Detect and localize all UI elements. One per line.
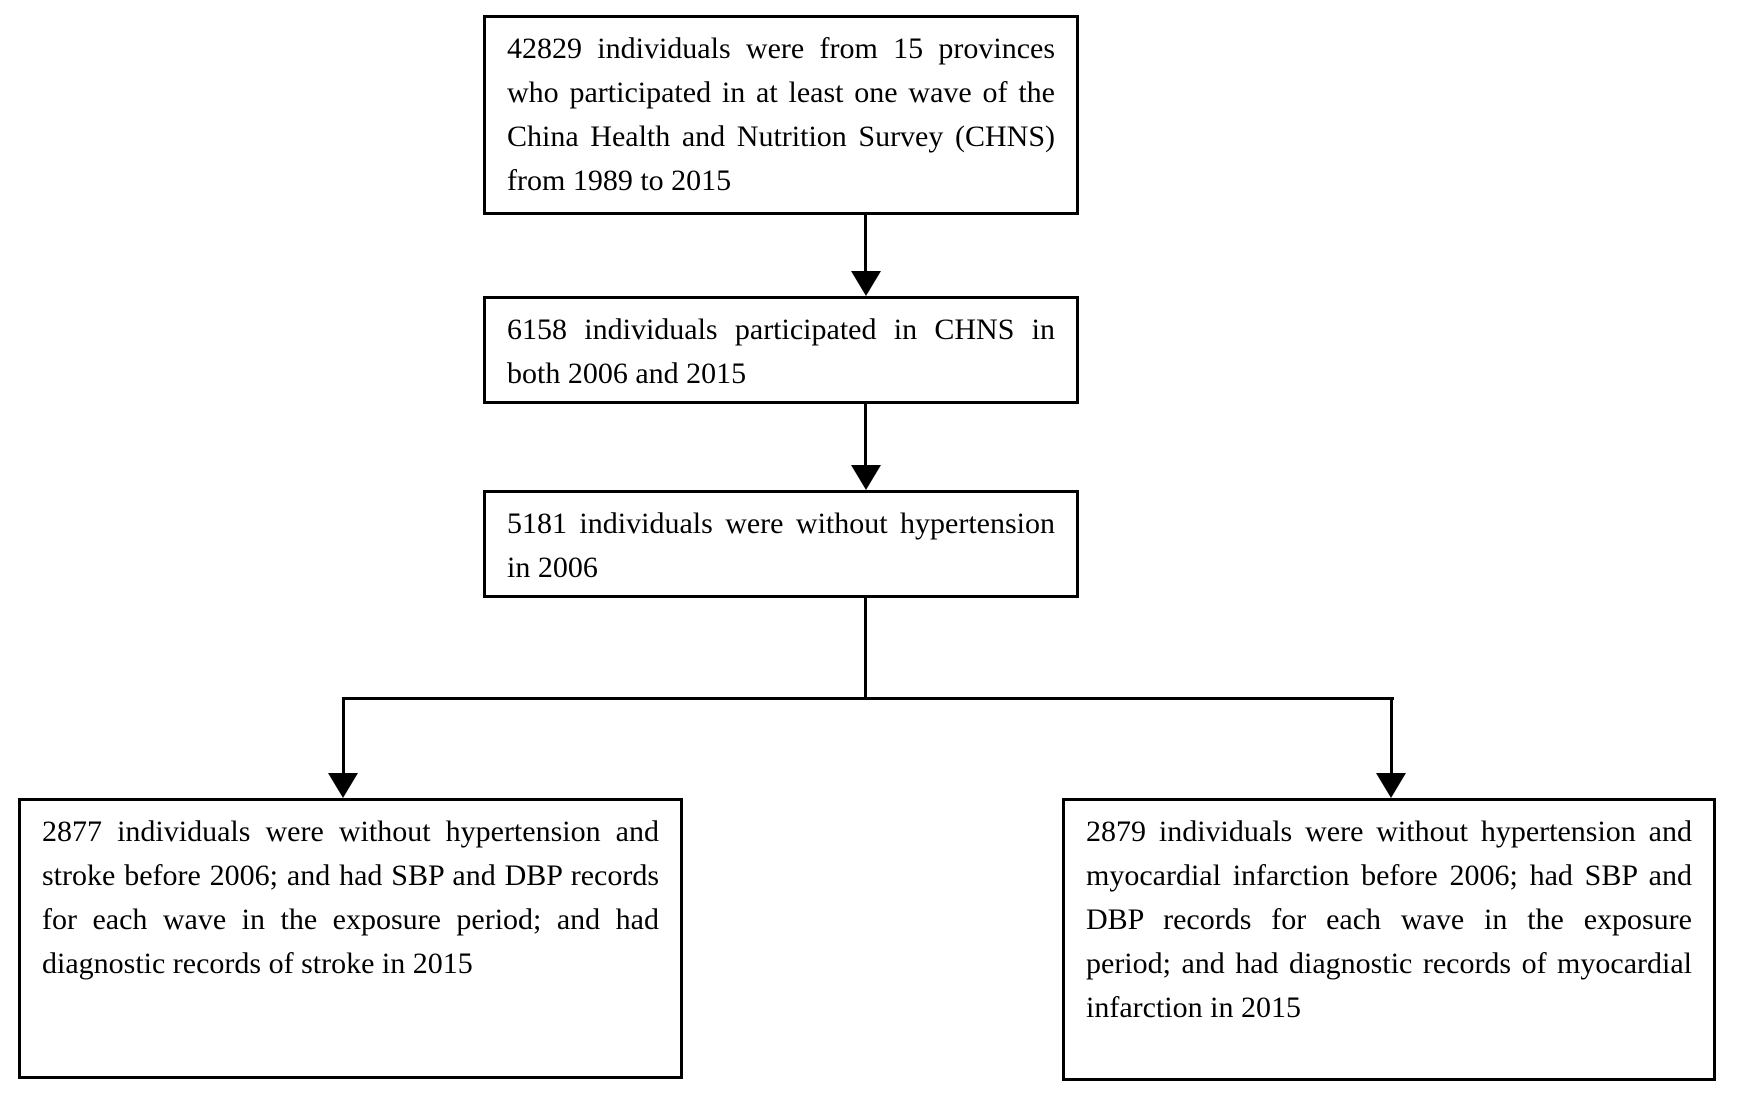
cohort-box-both-waves: 6158 individuals participated in CHNS in… <box>483 296 1079 404</box>
branch-right-line <box>1390 697 1393 776</box>
cohort-box-stroke: 2877 individuals were without hypertensi… <box>18 798 683 1079</box>
connector-line-2 <box>864 403 867 467</box>
cohort-box-both-waves-text: 6158 individuals participated in CHNS in… <box>507 313 1055 390</box>
cohort-box-no-hypertension: 5181 individuals were without hypertensi… <box>483 490 1079 598</box>
arrow-down-icon <box>328 773 358 798</box>
cohort-box-total-text: 42829 individuals were from 15 provinces… <box>507 32 1055 197</box>
cohort-box-total: 42829 individuals were from 15 provinces… <box>483 15 1079 215</box>
cohort-box-myocardial-infarction-text: 2879 individuals were without hypertensi… <box>1086 815 1692 1024</box>
branch-left-line <box>342 697 345 776</box>
branch-horizontal-line <box>342 697 1394 700</box>
arrow-down-icon <box>1376 773 1406 798</box>
cohort-box-myocardial-infarction: 2879 individuals were without hypertensi… <box>1062 798 1716 1081</box>
arrow-down-icon <box>851 465 881 490</box>
branch-stem-line <box>864 597 867 700</box>
cohort-box-stroke-text: 2877 individuals were without hypertensi… <box>42 815 659 980</box>
connector-line-1 <box>864 214 867 274</box>
arrow-down-icon <box>851 271 881 296</box>
cohort-box-no-hypertension-text: 5181 individuals were without hypertensi… <box>507 507 1055 584</box>
